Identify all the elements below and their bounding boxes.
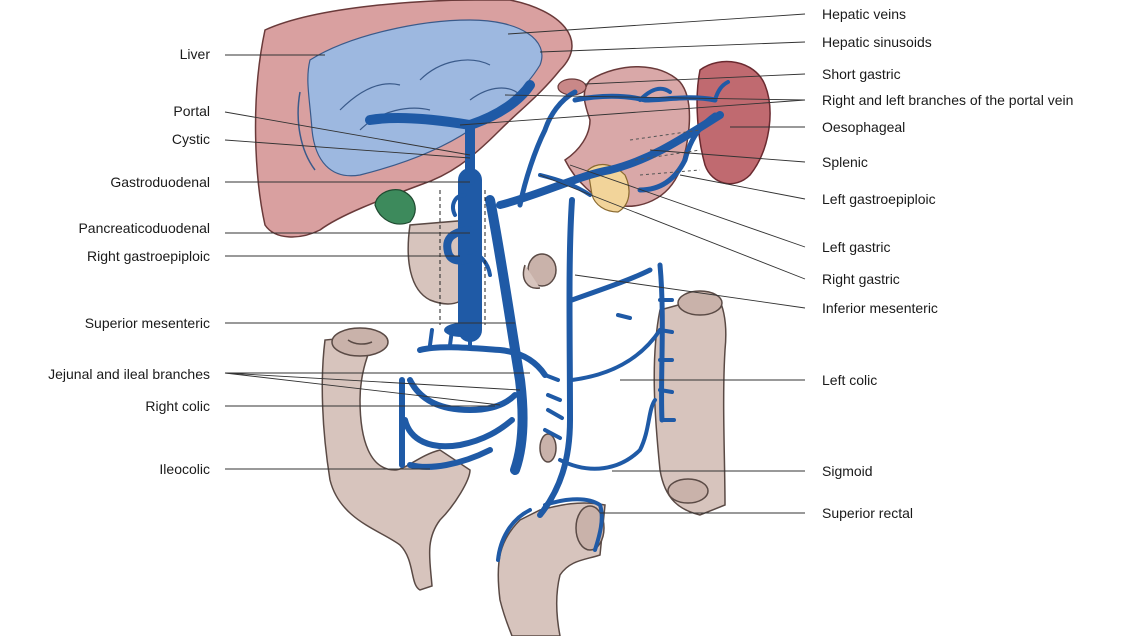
label-jejunal-ileal-branches: Jejunal and ileal branches	[48, 366, 210, 382]
label-left-gastric: Left gastric	[822, 239, 890, 255]
label-hepatic-veins: Hepatic veins	[822, 6, 906, 22]
label-left-gastroepiploic: Left gastroepiploic	[822, 191, 936, 207]
label-superior-rectal: Superior rectal	[822, 505, 913, 521]
gallbladder-shape	[375, 190, 415, 224]
label-portal-vein-branches: Right and left branches of the portal ve…	[822, 92, 1073, 108]
label-short-gastric: Short gastric	[822, 66, 901, 82]
label-right-gastric: Right gastric	[822, 271, 900, 287]
label-right-gastroepiploic: Right gastroepiploic	[87, 248, 210, 264]
label-gastroduodenal: Gastroduodenal	[110, 174, 210, 190]
label-left-colic: Left colic	[822, 372, 877, 388]
label-liver: Liver	[180, 46, 210, 62]
label-sigmoid: Sigmoid	[822, 463, 873, 479]
label-superior-mesenteric: Superior mesenteric	[85, 315, 210, 331]
label-oesophageal: Oesophageal	[822, 119, 905, 135]
label-splenic: Splenic	[822, 154, 868, 170]
label-portal: Portal	[173, 103, 210, 119]
label-hepatic-sinusoids: Hepatic sinusoids	[822, 34, 932, 50]
label-pancreaticoduodenal: Pancreaticoduodenal	[78, 220, 210, 236]
label-right-colic: Right colic	[145, 398, 210, 414]
label-inferior-mesenteric: Inferior mesenteric	[822, 300, 938, 316]
label-ileocolic: Ileocolic	[159, 461, 210, 477]
label-cystic: Cystic	[172, 131, 210, 147]
